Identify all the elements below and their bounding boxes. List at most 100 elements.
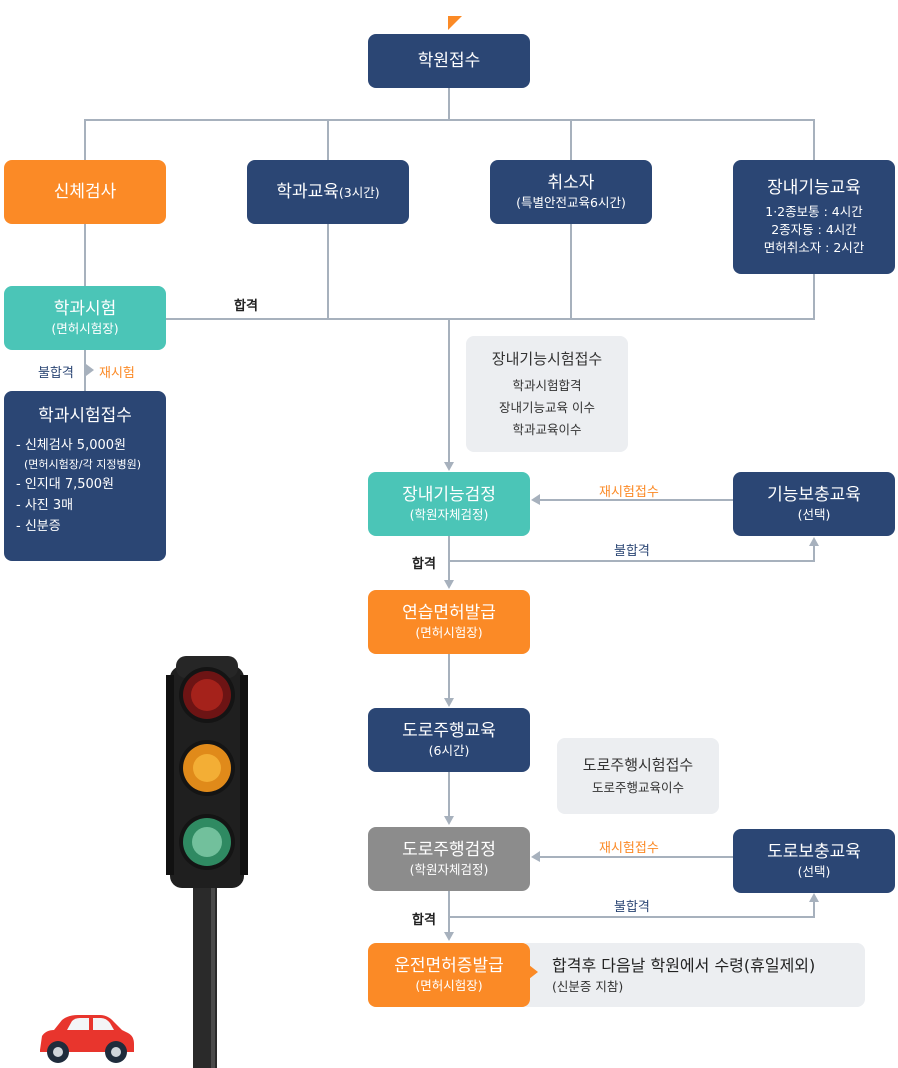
connector-line xyxy=(84,119,86,161)
step-sub: (학원자체검정) xyxy=(409,862,489,877)
step-sub: (선택) xyxy=(797,507,831,522)
step-road-driving-education: 도로주행교육 (6시간) xyxy=(368,708,530,772)
note-main: 합격후 다음날 학원에서 수령(휴일제외) xyxy=(552,956,816,975)
connector-line xyxy=(448,916,815,918)
connector-line xyxy=(84,224,86,286)
note-line: 장내기능교육 이수 xyxy=(499,400,595,415)
step-sub: (학원자체검정) xyxy=(409,507,489,522)
note-line: 학과시험합격 xyxy=(512,378,582,393)
pass-label: 합격 xyxy=(234,299,258,314)
traffic-light-image xyxy=(166,656,248,1068)
step-sub: (특별안전교육6시간) xyxy=(516,195,626,210)
connector-line xyxy=(448,318,450,462)
step-detail: 면허취소자 : 2시간 xyxy=(763,240,865,255)
connector-line xyxy=(327,224,329,320)
connector-line xyxy=(165,318,815,320)
step-onsite-skill-education: 장내기능교육 1·2종보통 : 4시간 2종자동 : 4시간 면허취소자 : 2… xyxy=(733,160,895,274)
connector-line xyxy=(448,772,450,820)
step-sub: (면허시험장) xyxy=(415,978,483,993)
arrow-up-icon xyxy=(809,537,819,546)
card-item: (면허시험장/각 지정병원) xyxy=(24,458,141,471)
step-label: 학원접수 xyxy=(417,51,481,71)
pass-label: 합격 xyxy=(412,557,436,572)
step-sub: (3시간) xyxy=(338,185,380,200)
connector-line xyxy=(540,499,733,501)
step-sub: (6시간) xyxy=(428,743,470,758)
step-label: 취소자 xyxy=(547,173,595,193)
step-detail: 2종자동 : 4시간 xyxy=(771,222,857,237)
connector-line xyxy=(813,900,815,918)
license-pickup-note: 합격후 다음날 학원에서 수령(휴일제외) (신분증 지참) xyxy=(520,943,865,1007)
connector-line xyxy=(813,274,815,320)
step-label: 장내기능검정 xyxy=(402,485,496,505)
connector-line xyxy=(570,224,572,320)
step-academic-education: 학과교육(3시간) xyxy=(247,160,409,224)
connector-line xyxy=(570,119,572,161)
step-detail: 1·2종보통 : 4시간 xyxy=(765,204,863,219)
arrow-left-icon xyxy=(531,494,540,505)
step-road-driving-test: 도로주행검정 (학원자체검정) xyxy=(368,827,530,891)
card-item: - 사진 3매 xyxy=(16,498,74,513)
step-revoked-license: 취소자 (특별안전교육6시간) xyxy=(490,160,652,224)
step-label: 운전면허증발급 xyxy=(394,956,504,976)
step-label: 연습면허발급 xyxy=(402,603,496,623)
connector-line xyxy=(448,654,450,702)
arrow-down-icon xyxy=(444,698,454,707)
connector-line xyxy=(448,560,815,562)
connector-line xyxy=(327,119,329,161)
fail-label: 불합격 xyxy=(614,544,650,559)
note-sub: (신분증 지참) xyxy=(552,979,624,994)
connector-line xyxy=(84,119,815,121)
card-item: - 신체검사 5,000원 xyxy=(16,438,126,453)
step-sub: (선택) xyxy=(797,864,831,879)
step-learner-permit: 연습면허발급 (면허시험장) xyxy=(368,590,530,654)
flag-icon xyxy=(448,16,462,30)
connector-line xyxy=(813,544,815,562)
car-icon xyxy=(40,1015,134,1063)
arrow-down-icon xyxy=(444,580,454,589)
connector-line xyxy=(84,349,86,391)
retest-label: 재시험 xyxy=(99,366,135,381)
card-item: - 신분증 xyxy=(16,519,61,534)
connector-line xyxy=(540,856,733,858)
step-license-issuance: 운전면허증발급 (면허시험장) xyxy=(368,943,530,1007)
step-sub: (면허시험장) xyxy=(415,625,483,640)
note-title: 도로주행시험접수 xyxy=(582,756,694,774)
connector-line xyxy=(813,119,815,161)
step-label: 기능보충교육 xyxy=(767,485,861,505)
step-label: 학과교육 xyxy=(276,182,339,202)
connector-line xyxy=(448,88,450,121)
step-academy-registration: 학원접수 xyxy=(368,34,530,88)
arrow-left-icon xyxy=(531,851,540,862)
arrow-up-icon xyxy=(809,893,819,902)
step-written-test: 학과시험 (면허시험장) xyxy=(4,286,166,350)
road-test-registration-note: 도로주행시험접수 도로주행교육이수 xyxy=(557,738,719,814)
play-arrow-icon xyxy=(86,364,94,376)
connector-line xyxy=(448,891,450,936)
arrow-down-icon xyxy=(444,816,454,825)
step-label-line: 학과교육(3시간) xyxy=(276,181,379,203)
fail-label: 불합격 xyxy=(614,900,650,915)
step-label: 도로주행검정 xyxy=(402,840,496,860)
note-title: 장내기능시험접수 xyxy=(491,350,603,368)
step-label: 도로보충교육 xyxy=(767,842,861,862)
card-item: - 인지대 7,500원 xyxy=(16,477,115,492)
arrow-down-icon xyxy=(444,462,454,471)
step-road-supplement-education: 도로보충교육 (선택) xyxy=(733,829,895,893)
arrow-down-icon xyxy=(444,932,454,941)
step-sub: (면허시험장) xyxy=(51,321,119,336)
step-label: 도로주행교육 xyxy=(402,721,496,741)
step-onsite-skill-test: 장내기능검정 (학원자체검정) xyxy=(368,472,530,536)
step-label: 신체검사 xyxy=(53,182,117,202)
written-test-registration-card: 학과시험접수 - 신체검사 5,000원 (면허시험장/각 지정병원) - 인지… xyxy=(4,391,166,561)
step-label: 학과시험 xyxy=(53,299,117,319)
card-title: 학과시험접수 xyxy=(38,406,132,426)
note-line: 학과교육이수 xyxy=(512,422,582,437)
note-line: 도로주행교육이수 xyxy=(591,780,684,795)
step-skill-supplement-education: 기능보충교육 (선택) xyxy=(733,472,895,536)
step-label: 장내기능교육 xyxy=(767,178,861,198)
fail-label: 불합격 xyxy=(38,366,74,381)
step-physical-exam: 신체검사 xyxy=(4,160,166,224)
pass-label: 합격 xyxy=(412,913,436,928)
